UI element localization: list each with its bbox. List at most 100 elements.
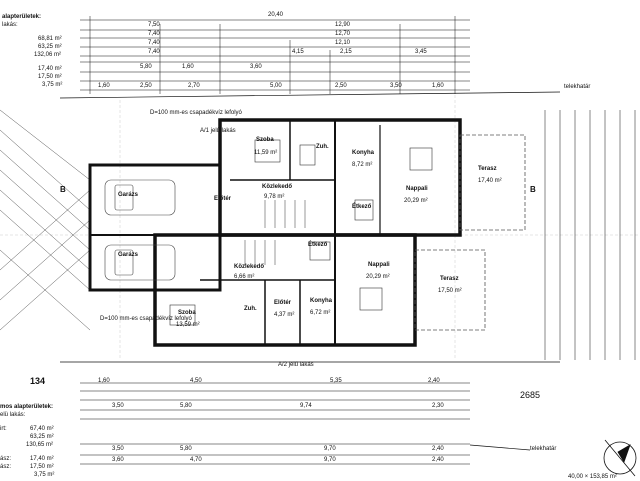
bottom-dimension-lines bbox=[80, 382, 470, 465]
dim-text: 5,35 bbox=[330, 378, 342, 384]
stairs bbox=[244, 200, 306, 265]
top-dimension-ticks bbox=[89, 16, 456, 94]
dim-text: 1,60 bbox=[98, 83, 110, 89]
room-label: Terasz bbox=[478, 166, 497, 172]
bottom-legend-label: irt: bbox=[0, 426, 7, 432]
unit-label: A/1 jelű lakás bbox=[200, 128, 236, 134]
bottom-legend-title: mos alapterületek: bbox=[0, 404, 54, 410]
dim-text: 5,80 bbox=[180, 446, 192, 452]
room-label: Nappali bbox=[406, 186, 428, 192]
drain-note: D=100 mm-es csapadékvíz lefolyó bbox=[100, 316, 192, 322]
dim-text: 4,50 bbox=[190, 378, 202, 384]
top-dimension-lines bbox=[80, 19, 470, 91]
unit-label: A/2 jelű lakás bbox=[278, 362, 314, 368]
drain-note: D=100 mm-es csapadékvíz lefolyó bbox=[150, 110, 242, 116]
dim-text: 12,90 bbox=[335, 22, 351, 28]
dim-text: 2,30 bbox=[432, 403, 444, 409]
dim-text: 3,45 bbox=[415, 49, 427, 55]
dim-text: 3,50 bbox=[390, 83, 402, 89]
bottom-legend-value: 63,25 m² bbox=[30, 434, 54, 440]
room-label: Szoba bbox=[256, 137, 274, 143]
room-label: Előtér bbox=[214, 196, 232, 202]
dim-text: 2,40 bbox=[432, 446, 444, 452]
room-label: Garázs bbox=[118, 192, 139, 198]
dim-text: 12,70 bbox=[335, 31, 351, 37]
grid-lines bbox=[0, 95, 640, 360]
room-area: 9,78 m² bbox=[264, 194, 285, 200]
dim-text: 5,00 bbox=[270, 83, 282, 89]
bottom-legend-value: 17,50 m² bbox=[30, 464, 54, 470]
dim-text: 7,40 bbox=[148, 49, 160, 55]
room-label: Konyha bbox=[310, 298, 333, 304]
dim-text: 7,40 bbox=[148, 40, 160, 46]
dim-text: 5,80 bbox=[140, 64, 152, 70]
bottom-legend-value: 130,65 m² bbox=[26, 442, 54, 448]
dim-text: 2,50 bbox=[140, 83, 152, 89]
bottom-legend-subtitle: elü lakás: bbox=[0, 412, 26, 418]
top-legend-value: 3,75 m² bbox=[42, 82, 63, 88]
building-walls bbox=[88, 118, 462, 347]
dim-text: 12,10 bbox=[335, 40, 351, 46]
bottom-legend-value: 67,40 m² bbox=[30, 426, 54, 432]
dim-text: 1,60 bbox=[432, 83, 444, 89]
bottom-legend-label: ász: bbox=[0, 456, 12, 462]
room-label: Közlekedő bbox=[262, 184, 293, 190]
top-legend-value: 17,50 m² bbox=[38, 74, 62, 80]
top-legend-value: 63,25 m² bbox=[38, 44, 62, 50]
lot-line-label: telekhatár bbox=[564, 84, 591, 90]
section-mark: B bbox=[60, 185, 66, 194]
room-label: Közlekedő bbox=[234, 264, 265, 270]
top-legend-value: 17,40 m² bbox=[38, 66, 62, 72]
room-area: 8,72 m² bbox=[352, 162, 373, 168]
room-area: 4,37 m² bbox=[274, 312, 295, 318]
room-area: 20,29 m² bbox=[366, 274, 390, 280]
area-note: 40,00 × 153,85 m² bbox=[568, 474, 617, 480]
dim-text: 7,40 bbox=[148, 31, 160, 37]
right-dimension-lines bbox=[544, 110, 636, 360]
room-label: Előtér bbox=[274, 300, 292, 306]
room-label: Nappali bbox=[368, 262, 390, 268]
dim-text: 5,80 bbox=[180, 403, 192, 409]
bottom-legend-value: 3,75 m² bbox=[34, 472, 55, 478]
dim-text: 4,15 bbox=[292, 49, 304, 55]
lot-line-label: telekhatár bbox=[530, 446, 557, 452]
lot-lines bbox=[59, 91, 561, 451]
room-label: Zuh. bbox=[316, 144, 329, 150]
left-hatch bbox=[0, 109, 91, 331]
dim-text: 2,50 bbox=[335, 83, 347, 89]
dim-overall: 20,40 bbox=[268, 12, 284, 18]
room-label: Konyha bbox=[352, 150, 375, 156]
room-area: 13,59 m² bbox=[176, 322, 200, 328]
bottom-legend-value: 17,40 m² bbox=[30, 456, 54, 462]
room-area: 6,66 m² bbox=[234, 274, 255, 280]
parcel-number: 2685 bbox=[520, 390, 541, 400]
dim-text: 9,74 bbox=[300, 403, 312, 409]
room-area: 11,59 m² bbox=[254, 150, 278, 156]
section-mark: B bbox=[530, 185, 536, 194]
room-area: 17,40 m² bbox=[478, 178, 502, 184]
dim-text: 1,60 bbox=[182, 64, 194, 70]
room-label: Zuh. bbox=[244, 306, 257, 312]
top-legend-subtitle: lakás: bbox=[2, 22, 18, 28]
dim-text: 2,70 bbox=[188, 83, 200, 89]
dim-text: 3,50 bbox=[112, 446, 124, 452]
room-area: 20,29 m² bbox=[404, 198, 428, 204]
furniture bbox=[169, 139, 433, 326]
room-label: Étkező bbox=[308, 242, 328, 248]
dim-text: 3,60 bbox=[112, 457, 124, 463]
dim-text: 1,60 bbox=[98, 378, 110, 384]
dim-text: 3,60 bbox=[250, 64, 262, 70]
north-arrow-icon bbox=[603, 439, 637, 477]
terraces bbox=[414, 134, 526, 331]
dim-text: 9,70 bbox=[324, 457, 336, 463]
dim-text: 3,50 bbox=[112, 403, 124, 409]
dim-text: 9,70 bbox=[324, 446, 336, 452]
room-area: 17,50 m² bbox=[438, 288, 462, 294]
room-area: 6,72 m² bbox=[310, 310, 331, 316]
top-legend-value: 68,81 m² bbox=[38, 36, 62, 42]
dim-text: 7,50 bbox=[148, 22, 160, 28]
dim-text: 2,40 bbox=[432, 457, 444, 463]
dim-text: 2,15 bbox=[340, 49, 352, 55]
car-outlines bbox=[104, 179, 176, 281]
